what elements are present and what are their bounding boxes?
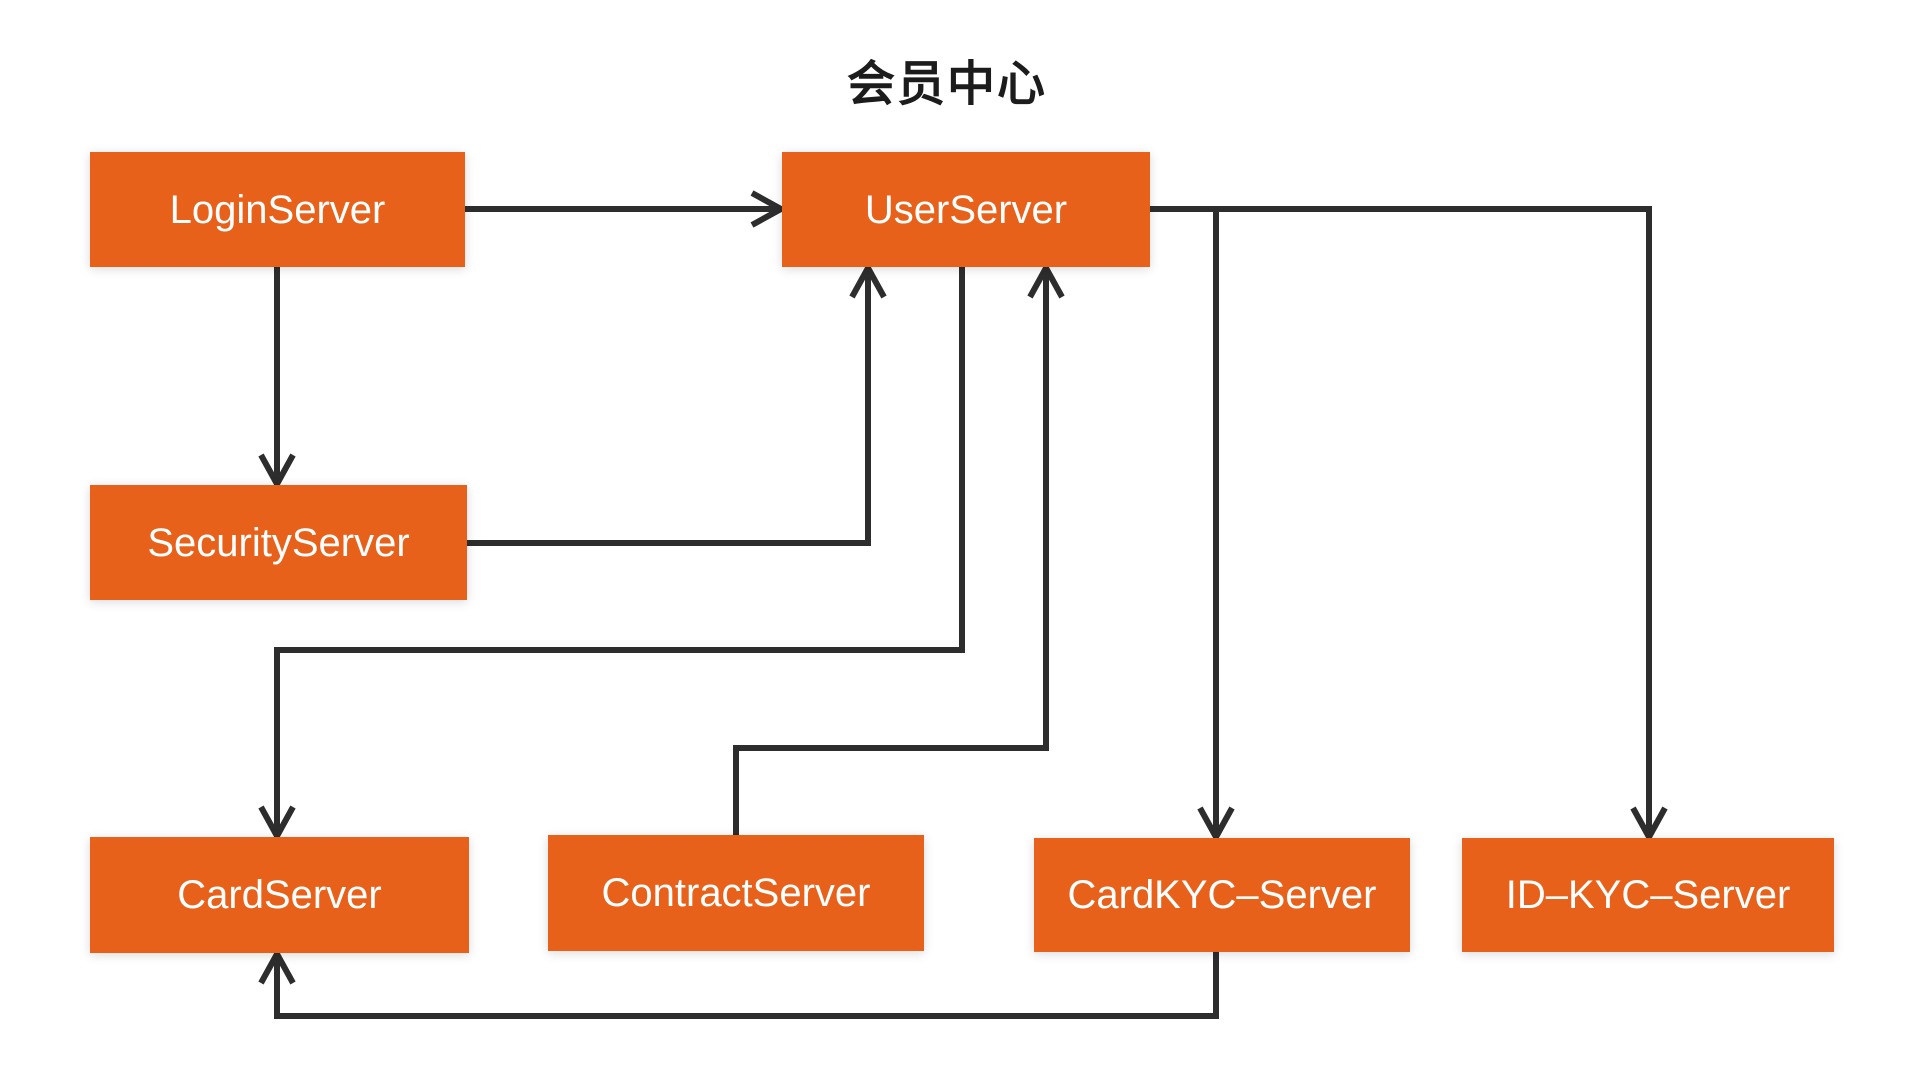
node-user-label: UserServer [864, 187, 1068, 232]
node-idkyc-label: ID–KYC–Server [1505, 873, 1791, 917]
node-card-label: CardServer [177, 873, 382, 917]
diagram-title: 会员中心 [846, 58, 1048, 111]
arrowhead-user-to-card [258, 805, 296, 843]
node-security-label: SecurityServer [147, 520, 410, 565]
node-cardkyc-label: CardKYC–Server [1067, 873, 1377, 917]
arrowhead-cardkyc-to-card [258, 947, 296, 985]
node-contract-label: ContractServer [601, 871, 871, 915]
edge-contract-to-user [733, 268, 1049, 835]
edge-user-to-idkyc [1150, 206, 1652, 837]
edge-security-to-user [467, 268, 871, 546]
node-security-server-box: SecurityServer [90, 485, 467, 600]
arrowhead-login-to-security [258, 453, 296, 491]
arrowhead-user-to-cardkyc [1197, 806, 1235, 844]
arrowhead-security-to-user [849, 261, 887, 299]
node-idkyc-server-box: ID–KYC–Server [1462, 838, 1834, 952]
node-login-label: LoginServer [169, 187, 386, 232]
arrowhead-login-to-user [750, 190, 788, 228]
node-card-server-box: CardServer [90, 837, 469, 953]
node-user-server-box: UserServer [782, 152, 1150, 267]
edge-user-to-cardkyc [1150, 206, 1219, 837]
node-contract-server-box: ContractServer [548, 835, 924, 951]
node-login-server-box: LoginServer [90, 152, 465, 267]
arrowhead-contract-to-user [1027, 261, 1065, 299]
node-cardkyc-server-box: CardKYC–Server [1034, 838, 1410, 952]
arrowhead-user-to-idkyc [1630, 806, 1668, 844]
edge-cardkyc-to-card [274, 952, 1219, 1019]
edge-user-to-card [274, 267, 965, 836]
